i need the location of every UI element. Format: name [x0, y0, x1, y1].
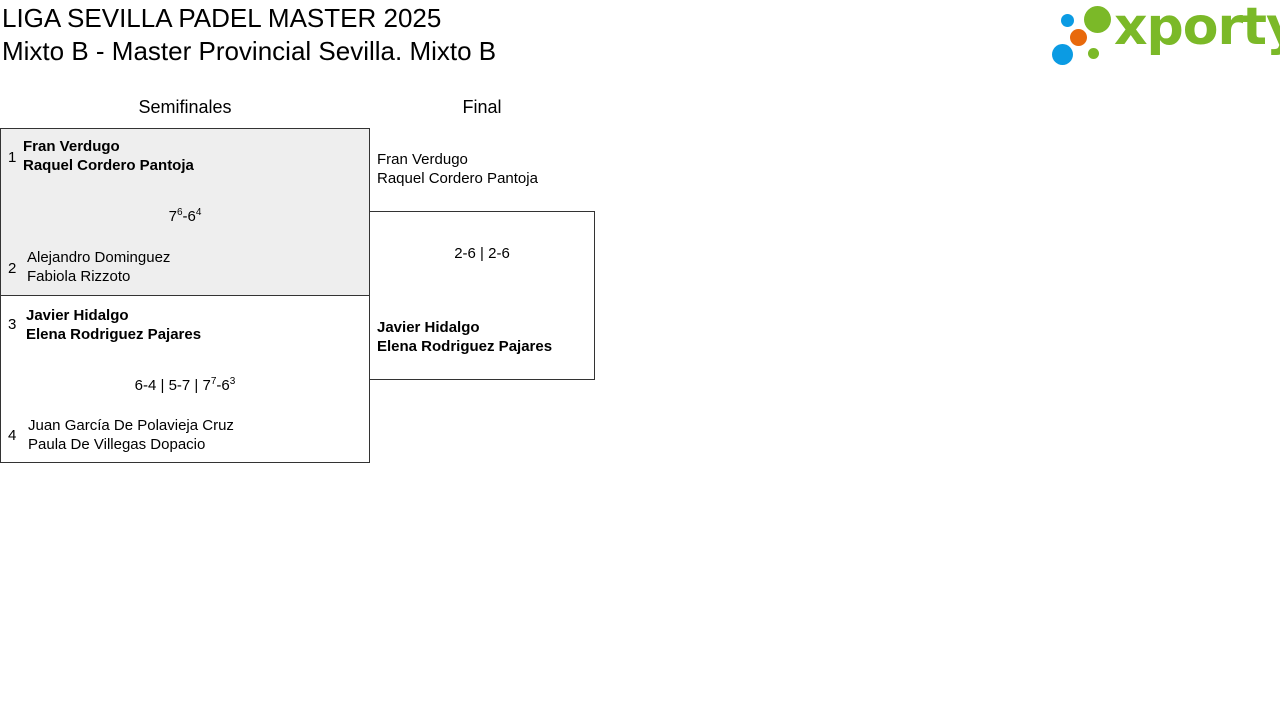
match-score: 2-6 | 2-6: [454, 245, 510, 262]
player-name: Javier Hidalgo: [377, 319, 480, 336]
final-team-top: Fran Verdugo Raquel Cordero Pantoja: [377, 150, 538, 188]
player-name: Elena Rodriguez Pajares: [26, 326, 202, 343]
seed-number: 1: [8, 149, 17, 166]
logo-dot-green-icon: [1084, 6, 1111, 33]
seed-number: 4: [8, 427, 17, 444]
player-name: Fran Verdugo: [377, 151, 468, 168]
team-loser: Juan García De Polavieja Cruz Paula De V…: [28, 416, 234, 454]
logo-dot-blue-large-icon: [1052, 44, 1073, 65]
player-name: Fran Verdugo: [23, 138, 120, 155]
team-loser: Alejandro Dominguez Fabiola Rizzoto: [27, 248, 170, 286]
round-title-final: Final: [462, 97, 502, 117]
semifinal-match-2[interactable]: 3 Javier Hidalgo Elena Rodriguez Pajares…: [0, 295, 370, 463]
team-winner: Javier Hidalgo Elena Rodriguez Pajares: [377, 318, 552, 356]
seed-number: 3: [8, 316, 17, 333]
logo-text: xporty: [1114, 0, 1280, 57]
match-score: 6-4 | 5-7 | 77-63: [134, 376, 236, 394]
final-match[interactable]: 2-6 | 2-6 Javier Hidalgo Elena Rodriguez…: [369, 211, 595, 380]
player-name: Elena Rodriguez Pajares: [377, 338, 553, 355]
player-name: Paula De Villegas Dopacio: [28, 436, 206, 453]
player-name: Fabiola Rizzoto: [27, 268, 131, 285]
page-title: LIGA SEVILLA PADEL MASTER 2025: [2, 3, 442, 33]
match-score: 76-64: [168, 207, 202, 225]
player-name: Juan García De Polavieja Cruz: [28, 417, 234, 434]
team-winner: Javier Hidalgo Elena Rodriguez Pajares: [26, 306, 201, 344]
player-name: Raquel Cordero Pantoja: [377, 170, 538, 187]
team-winner: Fran Verdugo Raquel Cordero Pantoja: [23, 137, 194, 175]
seed-number: 2: [8, 260, 17, 277]
logo-dot-green-small-icon: [1088, 48, 1099, 59]
player-name: Javier Hidalgo: [26, 307, 129, 324]
page-subtitle: Mixto B - Master Provincial Sevilla. Mix…: [2, 36, 497, 66]
player-name: Raquel Cordero Pantoja: [23, 157, 194, 174]
round-title-semifinals: Semifinales: [138, 97, 232, 117]
semifinal-match-1[interactable]: 1 Fran Verdugo Raquel Cordero Pantoja 76…: [0, 128, 370, 296]
logo-dot-blue-small-icon: [1061, 14, 1074, 27]
logo-dot-orange-icon: [1070, 29, 1087, 46]
xporty-logo[interactable]: xporty: [1052, 0, 1280, 66]
player-name: Alejandro Dominguez: [27, 249, 171, 266]
